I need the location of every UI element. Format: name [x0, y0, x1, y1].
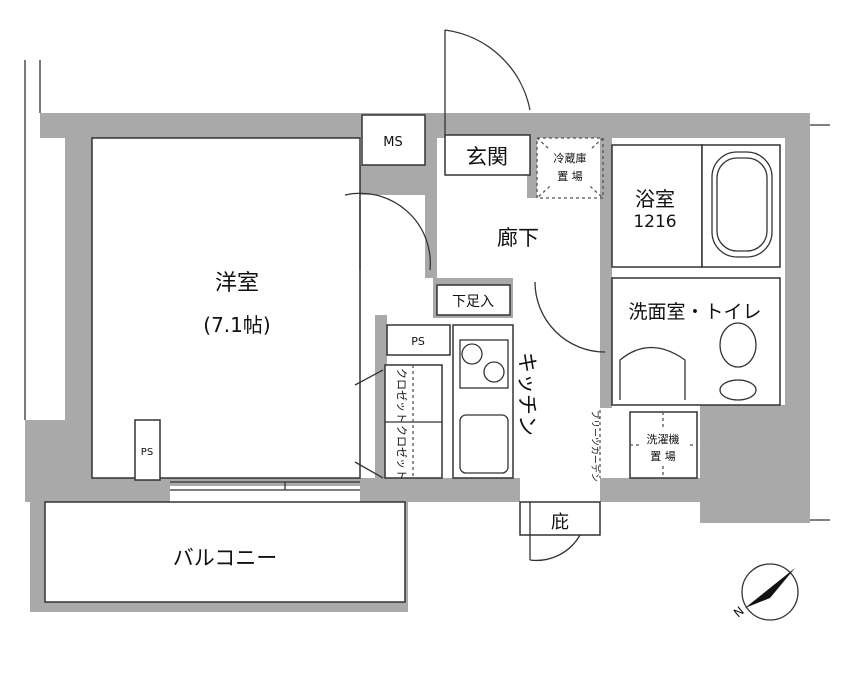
ms-label: MS	[383, 135, 402, 150]
washroom-door	[534, 281, 606, 353]
ms-box	[361, 114, 426, 166]
balcony-label: バルコニー	[173, 546, 278, 570]
stove	[459, 339, 509, 389]
kitchen-label: キッチン	[515, 352, 539, 436]
ps-box	[386, 324, 451, 356]
north-label: N	[731, 604, 747, 620]
eaves-label: 庇	[551, 512, 569, 533]
balcony	[44, 501, 406, 603]
toilet	[719, 322, 757, 368]
window	[170, 481, 360, 491]
shoe-storage-label: 下足入	[452, 294, 494, 310]
ps-room-label: PS	[141, 447, 153, 458]
washer-label: 洗濯機	[647, 432, 680, 446]
hallway-label: 廊下	[497, 226, 539, 250]
bathtub	[711, 151, 773, 258]
bathroom-size: 1216	[633, 212, 676, 232]
compass-icon: N	[731, 563, 799, 621]
fridge-space	[536, 137, 604, 199]
entrance-label: 玄関	[466, 145, 508, 169]
western-room-label: 洋室	[215, 271, 259, 296]
walls	[25, 113, 810, 523]
washer-label-2: 置 場	[650, 450, 676, 463]
closet-label-2: クロゼット	[395, 425, 408, 480]
shoe-storage	[436, 284, 511, 316]
room-door	[344, 192, 431, 271]
kitchen-counter	[452, 324, 514, 479]
washbasin	[619, 347, 686, 400]
sink	[459, 414, 509, 474]
curtain-label: プリーツカーテン	[589, 410, 600, 482]
fridge-label-2: 置 場	[557, 170, 583, 183]
ps-room-box	[134, 419, 161, 481]
service-door	[529, 502, 581, 562]
front-door	[444, 29, 531, 135]
western-room	[91, 137, 361, 479]
washroom-label: 洗面室・トイレ	[628, 301, 761, 323]
fridge-label: 冷蔵庫	[554, 151, 587, 165]
closet-label-1: クロゼット	[395, 368, 408, 423]
entrance	[444, 134, 531, 176]
eaves	[519, 501, 601, 536]
ps-label: PS	[411, 335, 425, 348]
bathroom-label: 浴室	[635, 187, 675, 211]
western-room-size: (7.1帖)	[203, 313, 270, 337]
